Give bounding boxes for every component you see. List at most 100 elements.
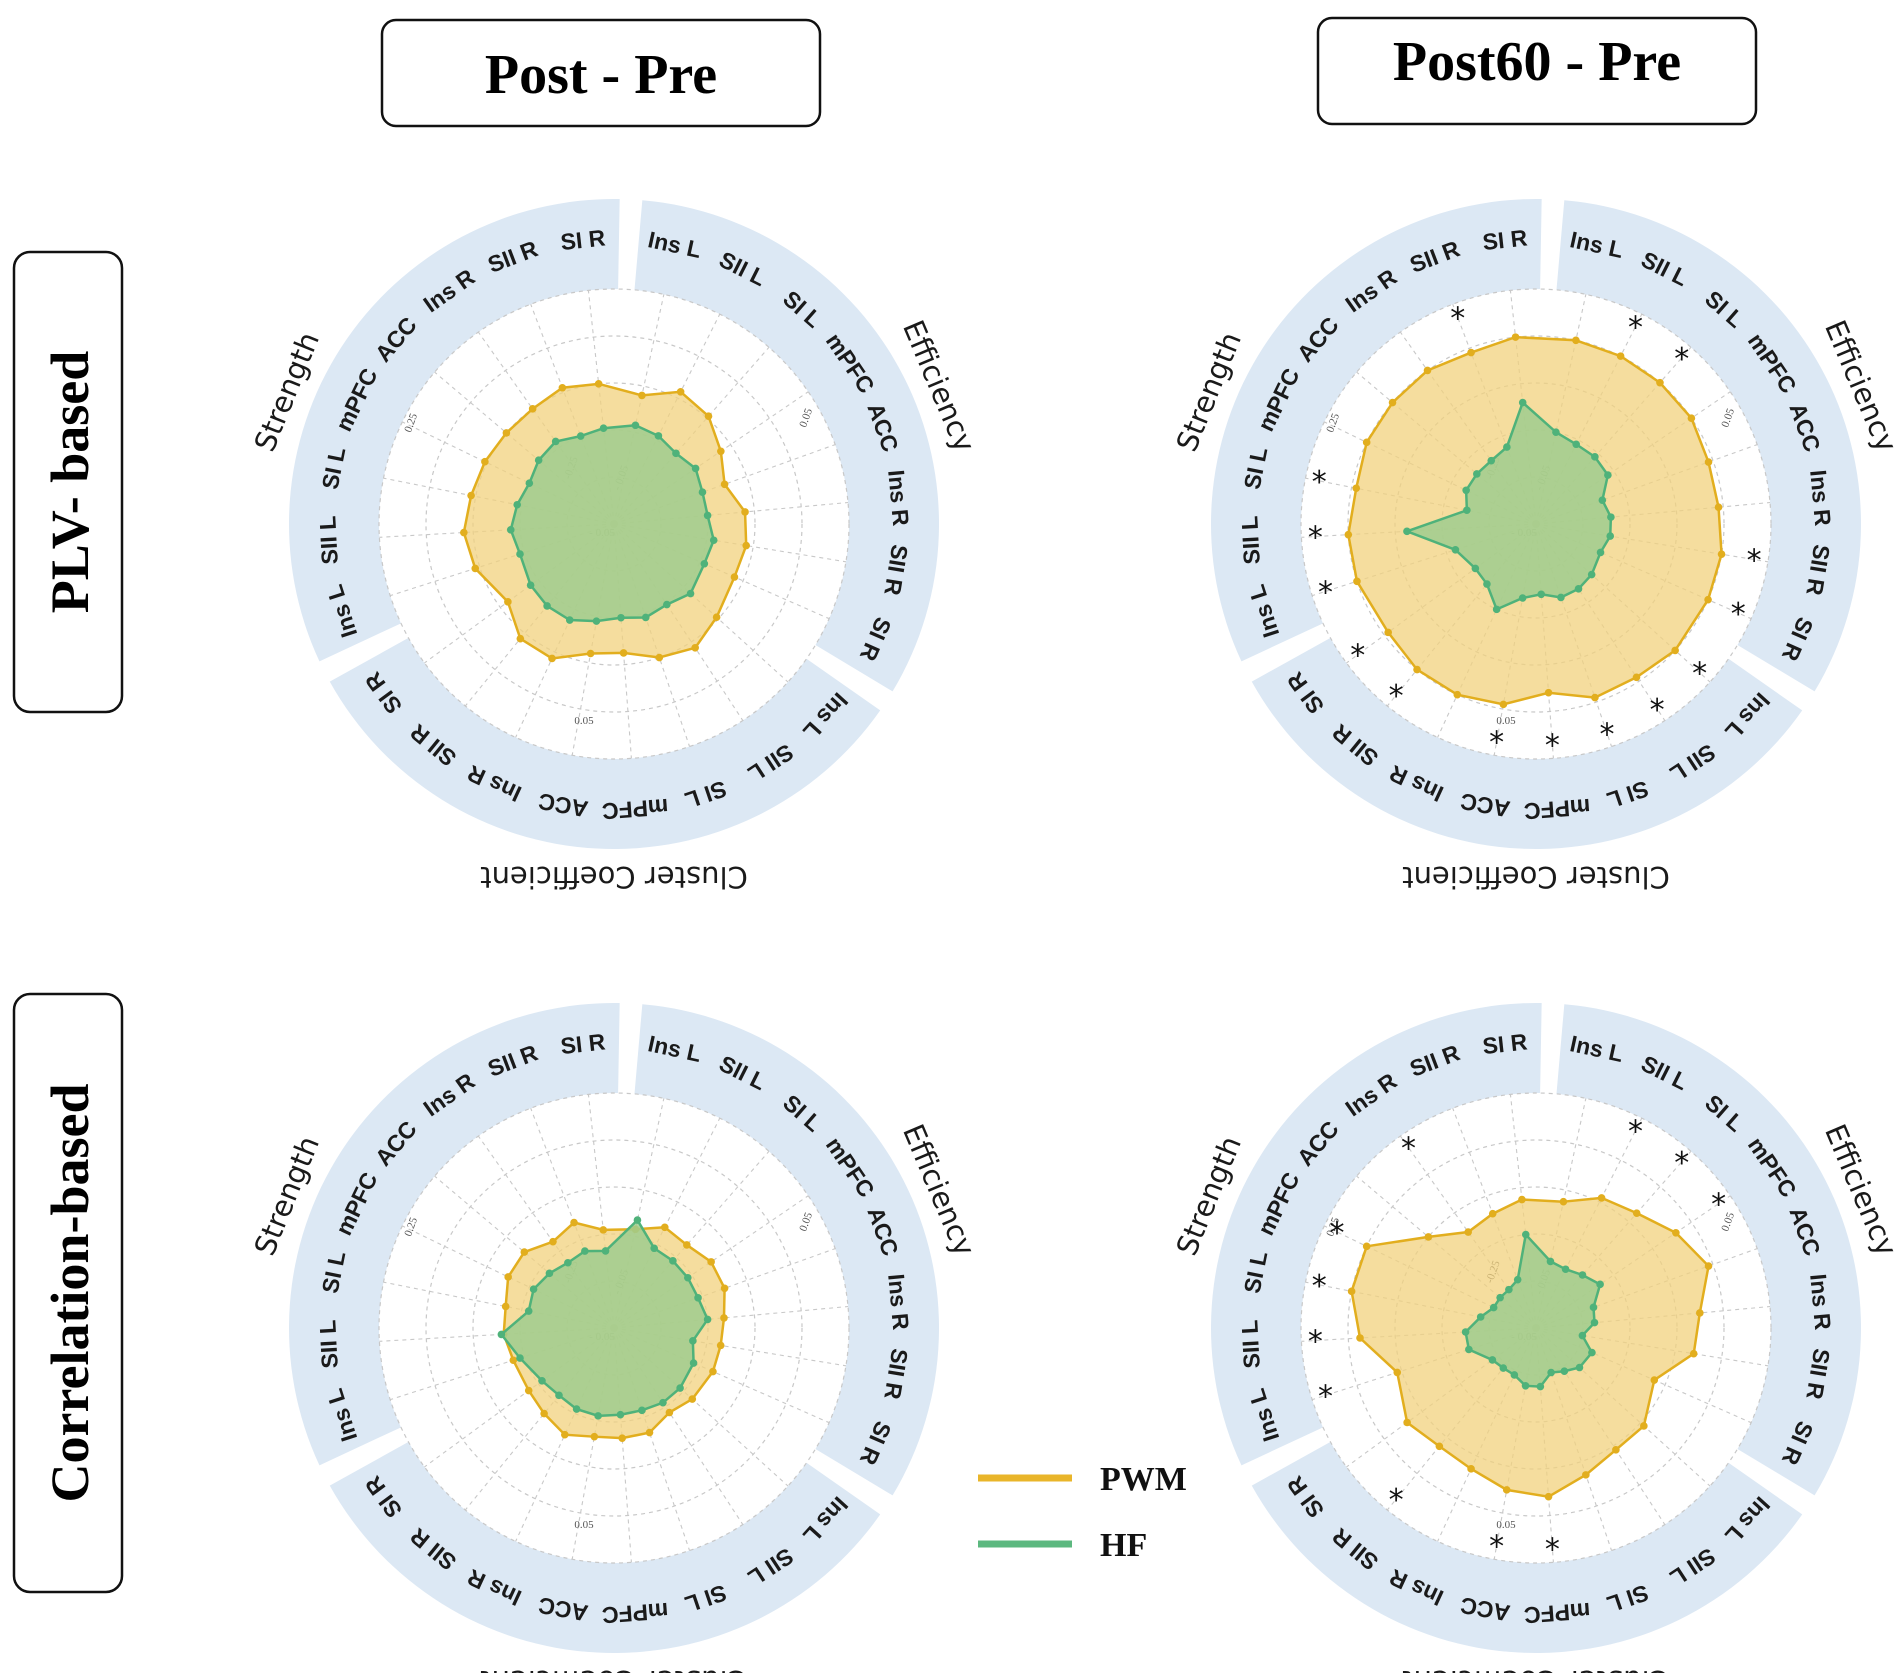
data-point-hf	[703, 1315, 712, 1324]
grid-spoke	[1535, 501, 1771, 525]
data-point-pwm	[586, 649, 595, 658]
data-point-pwm	[1403, 1418, 1411, 1427]
band-segment	[289, 198, 620, 662]
significance-star: *	[1628, 1115, 1643, 1150]
grid-spoke	[613, 523, 830, 620]
significance-star: *	[1731, 597, 1746, 632]
grid-spoke	[390, 523, 615, 597]
grid-spoke	[402, 1225, 615, 1329]
data-point-hf	[555, 1391, 563, 1400]
data-point-pwm	[1467, 348, 1475, 357]
grid-spoke	[477, 1135, 615, 1329]
data-point-pwm	[520, 1248, 529, 1256]
data-point-pwm	[741, 508, 749, 516]
grid-spoke	[613, 501, 849, 525]
data-point-pwm	[1714, 503, 1723, 512]
grid-spoke	[1301, 523, 1537, 538]
data-point-pwm	[665, 1408, 674, 1417]
grid-spoke	[402, 421, 615, 525]
data-point-hf	[513, 500, 521, 509]
category-label: SI R	[559, 224, 607, 255]
grid-spoke	[1493, 523, 1537, 756]
category-label: SI R	[1481, 224, 1529, 255]
significance-star: *	[1450, 301, 1465, 336]
data-point-hf	[525, 479, 534, 487]
data-point-pwm	[655, 653, 664, 662]
data-point-pwm	[1632, 673, 1641, 682]
data-point-pwm	[471, 564, 480, 573]
significance-star: *	[1308, 1325, 1323, 1360]
grid-spoke	[1324, 1225, 1537, 1329]
column-title: Post - Pre	[485, 44, 717, 106]
data-point-hf	[1578, 1271, 1587, 1279]
data-point-pwm	[1650, 1376, 1659, 1384]
grid-spoke	[464, 523, 615, 707]
data-point-hf	[545, 1269, 554, 1278]
data-point-hf	[599, 424, 608, 433]
category-label: mPFC	[601, 794, 669, 825]
grid-spoke	[587, 1094, 615, 1329]
grid-spoke	[613, 1150, 770, 1329]
data-point-pwm	[1572, 336, 1580, 345]
grid-spoke	[1399, 1135, 1537, 1329]
grid-spoke	[1535, 1305, 1771, 1329]
grid-spoke	[613, 523, 847, 563]
legend: PWM HF	[978, 1461, 1187, 1564]
data-point-hf	[534, 456, 543, 465]
significance-star: *	[1650, 693, 1665, 728]
data-point-pwm	[1356, 1334, 1364, 1342]
data-point-pwm	[1423, 366, 1432, 375]
grid-spoke	[1535, 294, 1587, 525]
data-point-hf	[551, 437, 560, 446]
grid-spoke	[1535, 523, 1711, 683]
band-segment	[1251, 1441, 1803, 1653]
data-point-hf	[1496, 1293, 1504, 1302]
data-point-pwm	[645, 1428, 654, 1437]
band-segment	[1251, 637, 1803, 849]
significance-star: *	[1318, 1379, 1333, 1414]
axis-value-label: 0.05	[1496, 1519, 1516, 1531]
data-point-hf	[686, 589, 695, 598]
grid-spoke	[1399, 331, 1537, 525]
category-label: Ins R	[1805, 1273, 1836, 1332]
significance-star: *	[1350, 639, 1365, 674]
grid-spoke	[1356, 1175, 1537, 1329]
grid-spoke	[1535, 523, 1752, 620]
grid-spoke	[613, 1098, 665, 1329]
grid-spoke	[515, 1327, 615, 1542]
category-label: mPFC	[1523, 1598, 1591, 1629]
data-point-hf	[689, 1359, 698, 1367]
band-segment	[634, 1004, 939, 1496]
grid-spoke	[379, 1327, 615, 1342]
data-point-hf	[1574, 585, 1583, 593]
data-point-hf	[1471, 564, 1480, 573]
data-point-pwm	[717, 447, 725, 456]
grid-ring	[425, 1139, 803, 1517]
data-point-pwm	[1544, 688, 1553, 697]
data-point-hf	[1505, 1285, 1513, 1294]
grid-spoke	[1437, 523, 1537, 738]
grid-spoke	[1535, 1195, 1731, 1329]
data-point-hf	[700, 559, 709, 568]
band-segment	[1210, 198, 1542, 662]
grid-spoke	[613, 346, 770, 525]
data-point-pwm	[524, 1386, 533, 1395]
data-point-hf	[633, 1216, 642, 1224]
data-point-hf	[1463, 506, 1471, 515]
data-point-hf	[594, 1412, 602, 1420]
band-segment	[329, 637, 881, 849]
grid-ring	[378, 288, 850, 760]
data-point-hf	[526, 581, 535, 589]
data-point-pwm	[1424, 1233, 1433, 1241]
data-point-pwm	[709, 1367, 717, 1376]
data-point-pwm	[504, 1273, 512, 1281]
significance-star: *	[1628, 311, 1643, 346]
data-point-pwm	[707, 1258, 715, 1266]
data-point-pwm	[638, 391, 646, 400]
data-point-hf	[1588, 1348, 1596, 1357]
data-point-hf	[1604, 471, 1612, 479]
grid-spoke	[390, 1327, 615, 1401]
grid-spoke	[1535, 523, 1769, 563]
